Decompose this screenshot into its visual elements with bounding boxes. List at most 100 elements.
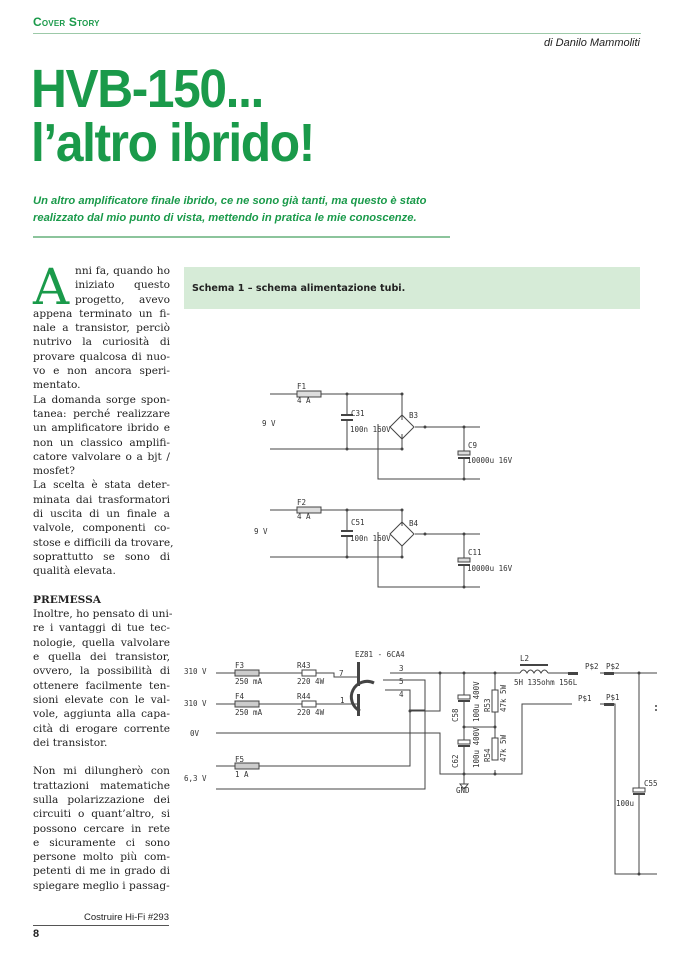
label-c58-value: 100u 400V (472, 681, 481, 722)
label-r53: R53 (483, 698, 492, 712)
label-r54: R54 (483, 748, 492, 762)
label-l2: L2 (520, 654, 529, 663)
text-line: spiegare meglio i passag- (33, 879, 170, 892)
label-f2: F2 (297, 498, 306, 507)
label-gnd: GND (456, 786, 470, 795)
paragraph-3: La scelta è stata deter-minata dai trasf… (33, 478, 174, 578)
label-b4: B4 (409, 519, 419, 528)
label-f3: F3 (235, 661, 244, 670)
text-line: e quella dei transistor, (33, 651, 170, 664)
text-line: minata dai trasformatori (33, 493, 170, 506)
label-r44: R44 (297, 692, 311, 701)
footer-divider (33, 925, 169, 926)
text-line: sioni elevate con le val- (33, 693, 170, 706)
text-line: sulla polarizzazione dei (33, 793, 170, 806)
label-c58: C58 (451, 708, 460, 722)
figure-caption-box (184, 267, 640, 309)
text-line: mosfet? (33, 465, 75, 478)
lead-paragraph: Un altro amplificatore finale ibrido, ce… (33, 195, 427, 224)
label-c51: C51 (351, 518, 365, 527)
author-byline: di Danilo Mammoliti (544, 37, 640, 49)
text-line: circuiti o quant’altro, si (33, 808, 170, 821)
label-c51-value: 100n 160V (350, 534, 391, 543)
label-pin-4: 4 (399, 690, 404, 699)
text-line: petenti di me in grado di (33, 865, 170, 878)
label-f1-value: 4 A (297, 396, 311, 405)
label-c9: C9 (468, 441, 477, 450)
text-line: catore valvolare o a bjt / (33, 450, 170, 463)
label-c55: C55 (644, 779, 658, 788)
label-r43-value: 220 4W (297, 677, 325, 686)
label-0v: 0V (190, 729, 200, 738)
text-line: dei transistor. (33, 736, 108, 749)
text-line: nologie, quella valvolare (33, 636, 170, 649)
label-f4: F4 (235, 692, 245, 701)
text-line: qualità elevata. (33, 565, 116, 578)
text-line: un amplificatore ibrido e (33, 422, 170, 435)
label-310v-1: 310 V (184, 667, 207, 676)
section-heading: PREMESSA (33, 593, 101, 606)
label-9v-2: 9 V (254, 527, 268, 536)
label-pin-1: 1 (340, 696, 345, 705)
label-f3-value: 250 mA (235, 677, 263, 686)
header-divider (33, 33, 641, 34)
text-line: provare qualcosa di nuo- (33, 350, 170, 363)
label-ps2-a: P$2 (585, 662, 599, 671)
label-b3: B3 (409, 411, 418, 420)
label-l2-value: 5H 135ohm 156L (514, 678, 578, 687)
label-c11-value: 10000u 16V (467, 564, 513, 573)
label-pin-3: 3 (399, 664, 404, 673)
text-line: nni fa, quando ho (75, 265, 170, 277)
text-line: trattazioni matematiche (33, 779, 170, 792)
text-line: mentato. (33, 379, 81, 392)
label-c31-value: 100n 160V (350, 425, 391, 434)
label-c62-value: 100u 400V (472, 727, 481, 768)
label-ps1-a: P$1 (578, 694, 592, 703)
text-line: re i vantaggi di tue tec- (33, 622, 170, 635)
text-line: stose e difficili da trovare, (33, 536, 174, 549)
label-c55-value: 100u (616, 799, 634, 808)
label-9v-1: 9 V (262, 419, 276, 428)
drop-cap: A (33, 258, 70, 316)
label-f1: F1 (297, 382, 306, 391)
label-pin-7: 7 (339, 669, 344, 678)
label-r43: R43 (297, 661, 311, 670)
label-r44-value: 220 4W (297, 708, 325, 717)
label-c11: C11 (468, 548, 482, 557)
text-line: appena terminato un fi- (33, 307, 170, 320)
text-line: La scelta è stata deter- (33, 479, 170, 492)
text-line: ottenere facilmente ten- (33, 679, 170, 692)
text-line: valvole, componenti co- (33, 522, 170, 535)
text-line: nale a transistor, perciò (33, 322, 170, 335)
label-f5-value: 1 A (235, 770, 249, 779)
text-line: La domanda sorge spon- (33, 393, 170, 406)
label-ps2-b: P$2 (606, 662, 620, 671)
page-number: 8 (33, 928, 40, 940)
label-ps1-b: P$1 (606, 693, 620, 702)
text-line: possono cercare in rete (33, 822, 170, 835)
text-line: nutrivo la curiosità di (33, 336, 170, 349)
text-line: tanea: perché realizzare (33, 407, 170, 420)
lead-divider (33, 236, 450, 238)
text-line: di uscita di un finale a (33, 508, 170, 521)
magazine-issue: Costruire Hi-Fi #293 (84, 912, 169, 923)
text-line: vole, aggiunta alla capa- (33, 708, 170, 721)
label-310v-2: 310 V (184, 699, 207, 708)
text-line: cità di erogare corrente (33, 722, 170, 735)
section-label: Cover Story (33, 15, 100, 29)
text-line: Inoltre, ho pensato di uni- (33, 608, 173, 621)
text-line: ovvero, la possibilità di (33, 665, 170, 678)
text-line: soprattutto se sono di (33, 550, 170, 563)
paragraph-4: Inoltre, ho pensato di uni-re i vantaggi… (33, 607, 173, 750)
text-line: non un classico amplifi- (33, 436, 170, 449)
text-line: progetto, avevo (75, 293, 170, 306)
label-6-3v: 6,3 V (184, 774, 207, 783)
title-line-1: HVB-150... (31, 59, 264, 119)
label-tube: EZ81 - 6CA4 (355, 650, 405, 659)
label-r53-value: 47k 5W (499, 684, 508, 712)
label-f4-value: 250 mA (235, 708, 263, 717)
